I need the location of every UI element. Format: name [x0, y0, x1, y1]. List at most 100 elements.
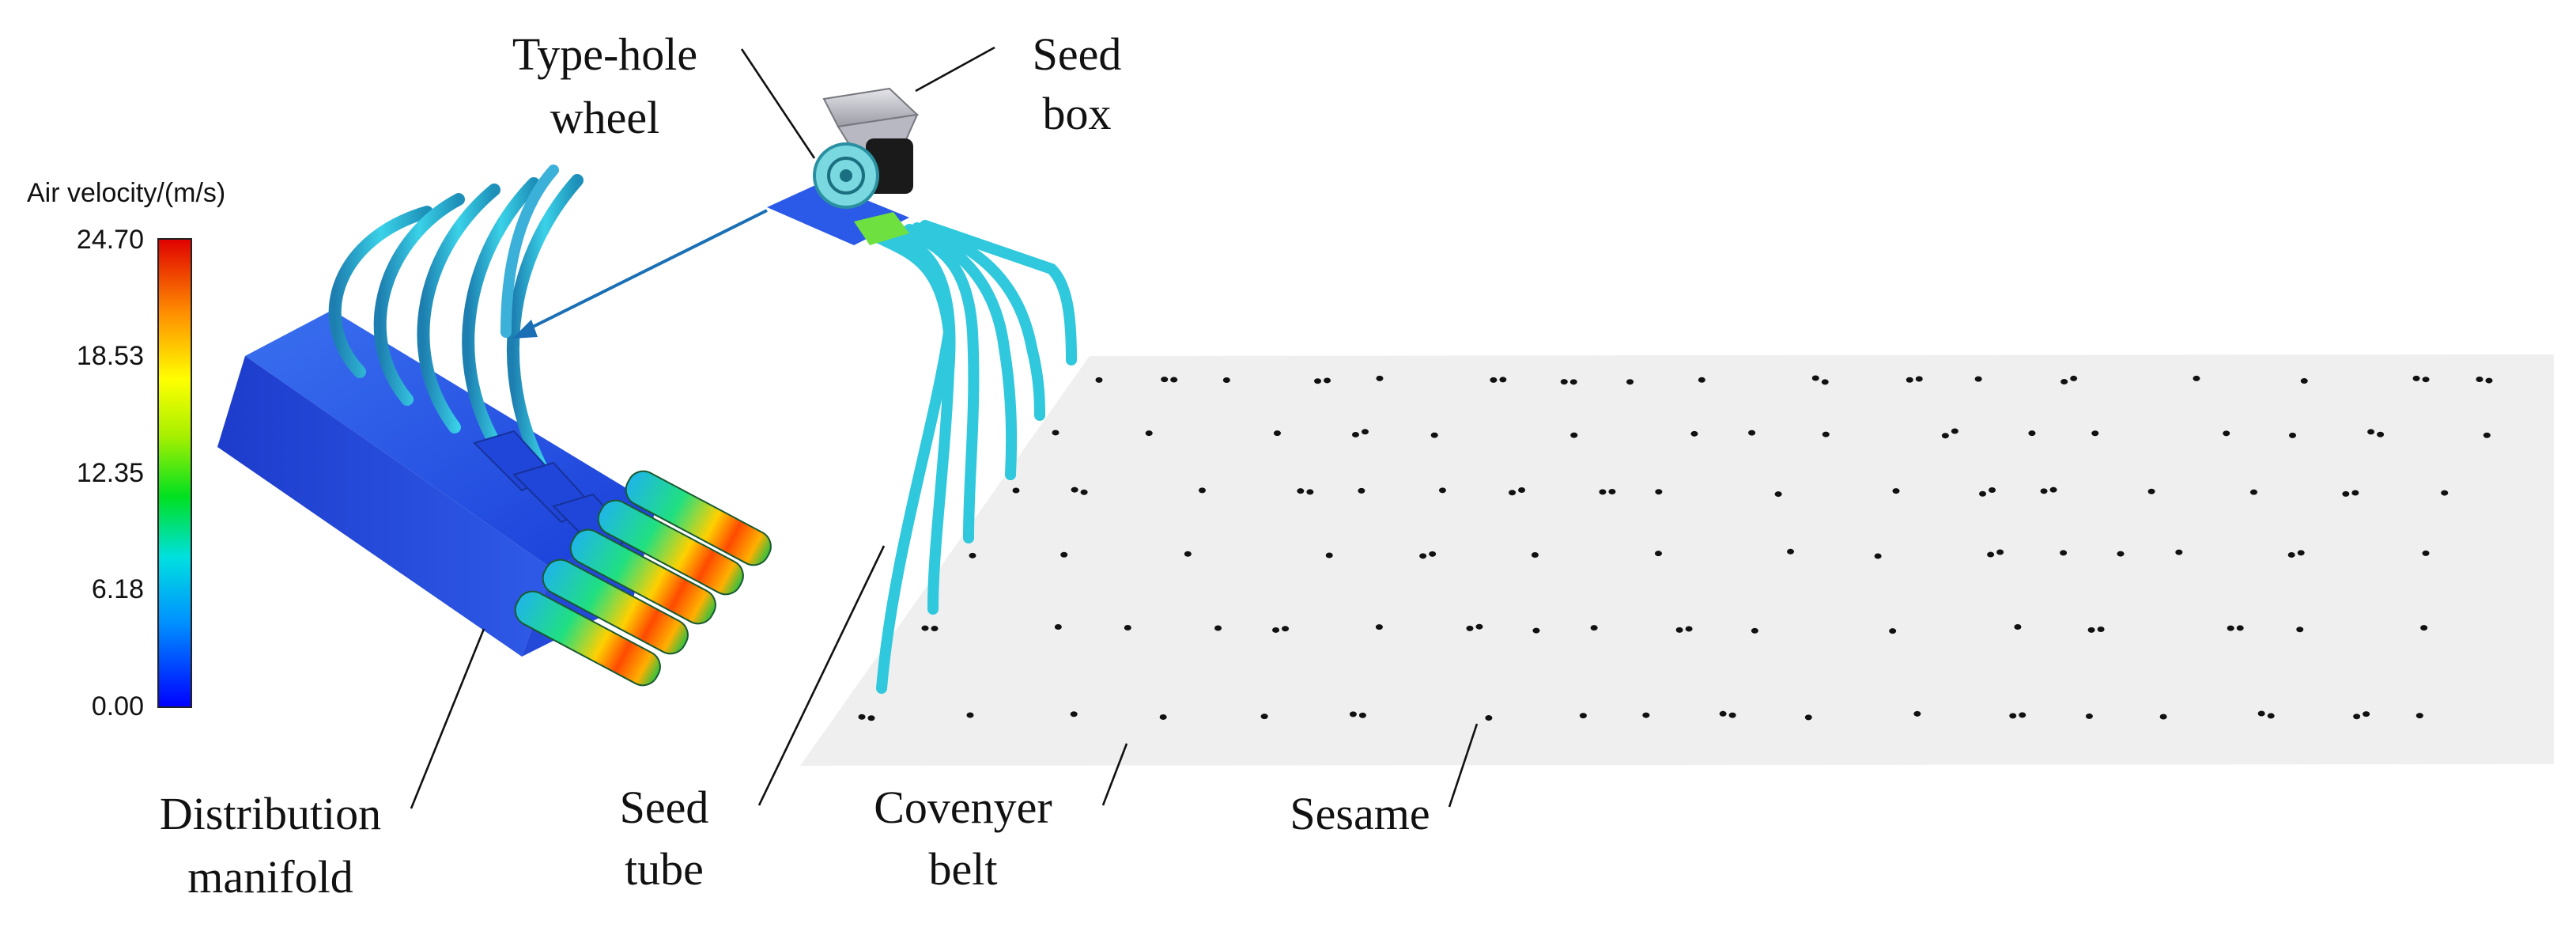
sesame-seed [1306, 489, 1314, 495]
sesame-seed [1599, 489, 1607, 495]
nozzle-1 [514, 590, 661, 687]
sesame-seed [1979, 490, 1987, 497]
sesame-seed [966, 712, 974, 718]
sesame-seed [2014, 624, 2022, 630]
sesame-seed [2159, 714, 2167, 720]
sesame-seed [1719, 710, 1727, 717]
sesame-seed [1569, 379, 1577, 385]
sesame-seed [2288, 432, 2296, 438]
sesame-seed [1325, 552, 1333, 558]
nozzle-2 [542, 558, 689, 655]
manifold-tube-2 [373, 193, 465, 406]
sesame-seed [1748, 430, 1756, 436]
manifold-tube-1 [328, 206, 433, 378]
sesame-seed [1272, 627, 1280, 633]
sesame-seed [2175, 549, 2183, 555]
seed-tube-1 [872, 232, 955, 694]
sesame-seed [2227, 625, 2234, 631]
sesame-seed [2249, 489, 2257, 495]
sesame-seed [2267, 713, 2275, 719]
sesame-seed [1608, 488, 1616, 494]
label-type-hole-wheel-1: Type-hole [512, 28, 697, 80]
label-seed-tube-1: Seed [620, 782, 709, 833]
sesame-seed [1874, 553, 1882, 559]
sesame-seed [2028, 430, 2036, 437]
sesame-seed [1951, 428, 1958, 434]
sesame-seed [1570, 432, 1578, 438]
sesame-seed [2091, 430, 2099, 437]
sesame-seed [1787, 548, 1795, 555]
sesame-seed [1161, 377, 1169, 383]
colorbar [157, 238, 192, 708]
legend-tick-max: 24.70 [77, 225, 144, 255]
sesame-seed [1915, 376, 1923, 382]
sesame-seed [1499, 377, 1507, 383]
sesame-seed [1654, 551, 1662, 557]
sesame-seed [1560, 379, 1568, 385]
sesame-seed [2476, 376, 2483, 382]
sesame-seed [2117, 551, 2125, 557]
seed-tube-6 [920, 220, 1077, 365]
label-seed-box-1: Seed [1033, 28, 1122, 80]
sesame-seed [2412, 375, 2420, 381]
sesame-seed [1159, 714, 1167, 720]
sesame-seed [2441, 490, 2449, 496]
sesame-seed [2367, 429, 2375, 435]
sesame-seed [1590, 625, 1598, 631]
sesame-seed [1297, 488, 1305, 494]
sesame-seed [1358, 712, 1366, 718]
sesame-seed [1358, 487, 1365, 494]
sesame-seed [1080, 489, 1088, 495]
sesame-seed [969, 552, 976, 558]
nozzle-3 [569, 528, 716, 625]
conveyor-belt [800, 354, 2554, 766]
nozzle-5 [625, 470, 772, 566]
sesame-seed [1728, 712, 1736, 718]
sesame-seed [1751, 627, 1758, 634]
sesame-seed [2085, 713, 2093, 719]
seed-tube-4 [904, 224, 1018, 480]
sesame-seed [2257, 710, 2265, 717]
manifold-tube-3 [417, 184, 500, 434]
sesame-seed [2223, 430, 2230, 437]
sesame-seeds [858, 375, 2493, 721]
leader-seed-tube [757, 545, 886, 806]
distribution-manifold [217, 165, 772, 687]
sesame-seed [1124, 625, 1131, 631]
sesame-seed [2097, 627, 2105, 633]
label-sesame: Sesame [1290, 788, 1430, 839]
sesame-seed [1690, 430, 1698, 437]
leader-conveyor-belt [1101, 743, 1128, 806]
legend-tick-2: 18.53 [77, 341, 144, 371]
sesame-seed [1974, 376, 1982, 382]
sesame-seed [1314, 378, 1322, 384]
sesame-seed [1485, 715, 1493, 721]
sesame-seed [1531, 552, 1539, 558]
sesame-seed [1054, 624, 1062, 630]
sesame-seed [858, 714, 866, 720]
sesame-seed [1822, 431, 1830, 437]
sesame-seed [2351, 490, 2359, 496]
sesame-seed [1892, 488, 1900, 494]
label-distribution-manifold-1: Distribution [160, 788, 381, 839]
sesame-seed [1198, 487, 1206, 494]
sesame-seed [1655, 489, 1663, 495]
sesame-seed [2415, 713, 2423, 719]
sesame-seed [1375, 624, 1383, 630]
velocity-legend: Air velocity/(m/s) 24.70 18.53 12.35 6.1… [27, 178, 225, 721]
leader-distribution-manifold [410, 628, 485, 809]
sesame-seed [1626, 379, 1634, 385]
sesame-seed [2287, 551, 2295, 558]
sesame-seed [1260, 714, 1268, 720]
sesame-seed [1324, 377, 1331, 384]
seeder-assembly [512, 87, 1077, 694]
sesame-seed [1361, 429, 1369, 435]
sesame-seed [1698, 377, 1705, 383]
sesame-seed [1579, 713, 1587, 719]
leader-sesame [1448, 723, 1479, 808]
sesame-seed [1518, 487, 1526, 494]
callouts: Type-hole wheel Seed box Distribution ma… [160, 28, 1479, 903]
sesame-seed [1475, 623, 1483, 630]
sesame-seed [1060, 551, 1068, 558]
